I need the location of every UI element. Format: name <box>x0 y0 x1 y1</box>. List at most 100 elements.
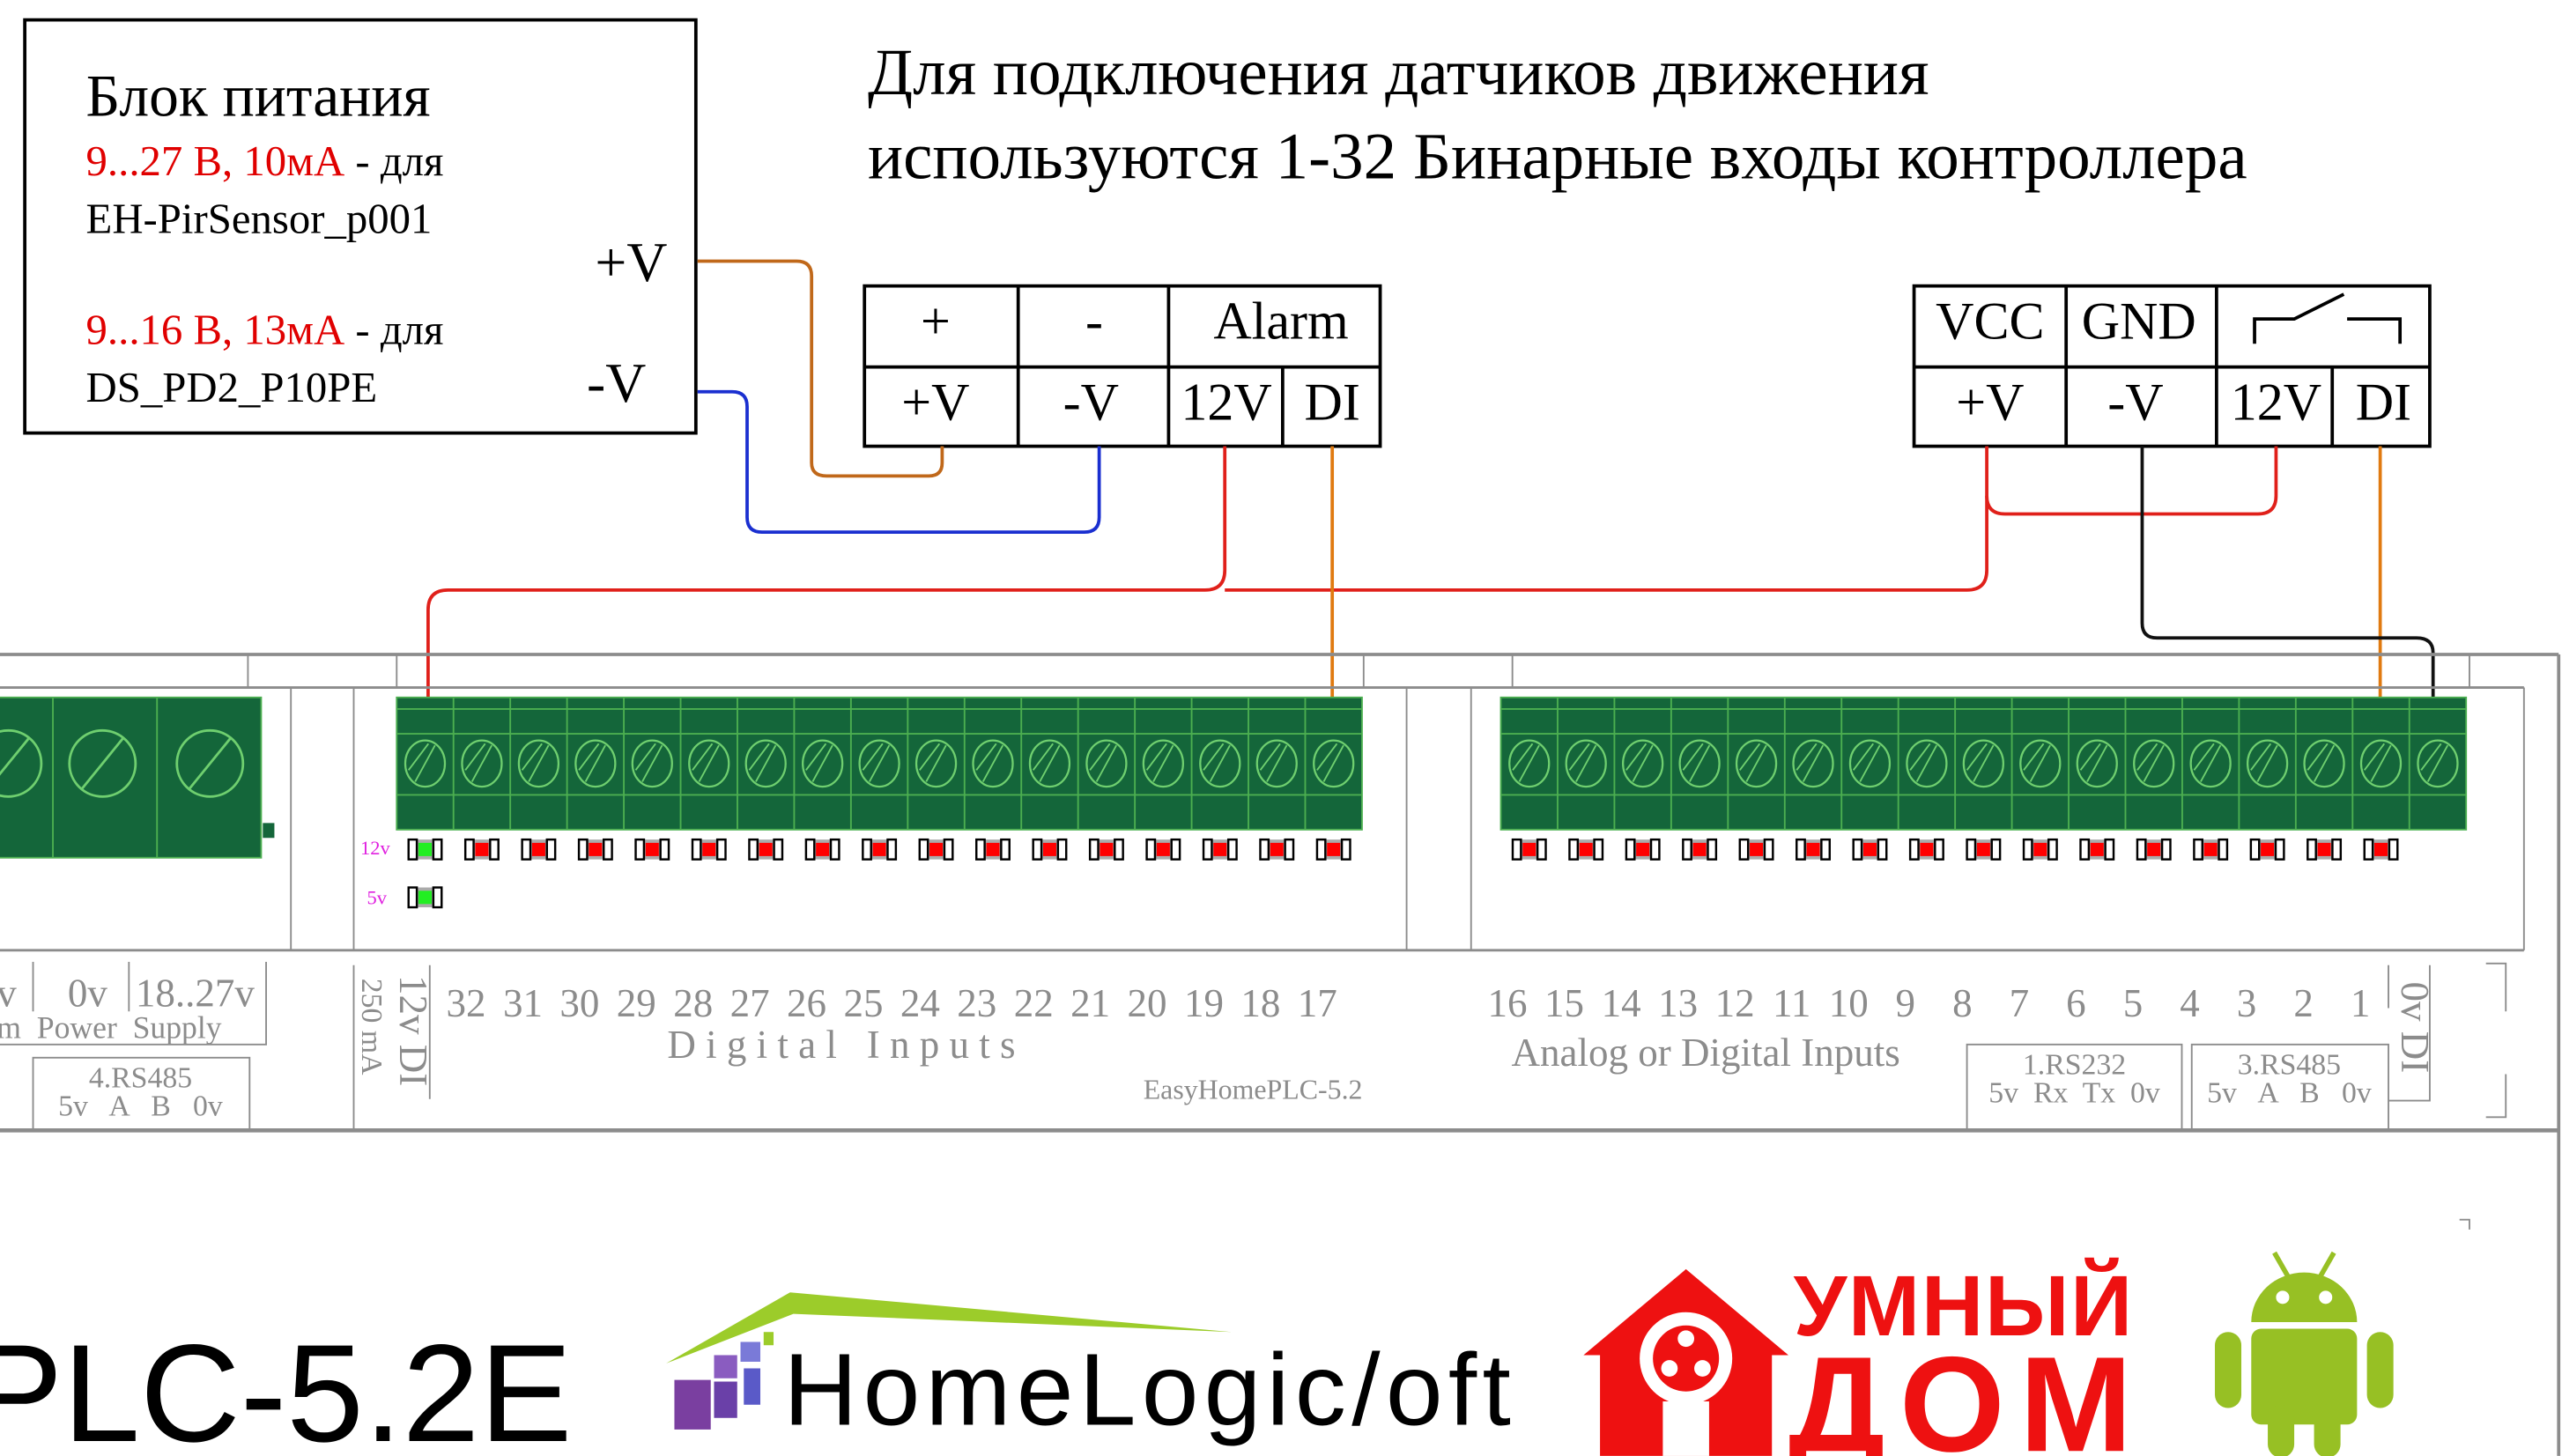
terminal-screw[interactable] <box>1199 739 1241 788</box>
power-spec-1: 9...27 В, 10мА - для <box>86 137 444 185</box>
power-minus-label: -V <box>587 351 646 414</box>
terminal-screw[interactable] <box>2246 739 2289 788</box>
terminal-screw[interactable] <box>574 739 617 788</box>
col-12v-di-label: 12v DI <box>391 975 435 1086</box>
terminal-screw[interactable] <box>914 739 958 788</box>
wire-12v-loop-sensor2 <box>1985 446 2278 516</box>
digital-input-number: 30 <box>559 981 599 1025</box>
terminal-screw[interactable] <box>2417 739 2459 788</box>
sensor-1-header-plus: + <box>921 292 951 351</box>
digital-input-number: 24 <box>900 981 940 1025</box>
terminal-screw[interactable] <box>802 739 844 788</box>
terminal-screw[interactable] <box>2133 739 2175 788</box>
analog-input-number: 11 <box>1773 981 1810 1025</box>
sensor-1-pin-di: DI <box>1304 373 1359 432</box>
status-led <box>1625 838 1661 861</box>
terminal-screw[interactable] <box>517 739 560 788</box>
wire-minus-v <box>697 389 1101 535</box>
sensor-1-table <box>863 284 1382 448</box>
terminal-screw[interactable] <box>972 739 1014 788</box>
status-led <box>407 838 443 861</box>
terminal-screw[interactable] <box>1028 739 1071 788</box>
digital-input-number: 22 <box>1014 981 1054 1025</box>
status-led <box>1682 838 1718 861</box>
digital-input-number: 20 <box>1128 981 1167 1025</box>
rs485-3-title: 3.RS485 <box>2238 1049 2341 1082</box>
status-led <box>1568 838 1604 861</box>
sensor-2-pin-minus-v: -V <box>2107 373 2163 432</box>
terminal-screw[interactable] <box>1678 739 1721 788</box>
terminal-screw[interactable] <box>1565 739 1607 788</box>
status-led <box>2136 838 2172 861</box>
status-led <box>1202 838 1238 861</box>
status-led <box>407 886 443 909</box>
sensor-2-header-vcc: VCC <box>1936 292 2044 351</box>
digital-input-number: 26 <box>787 981 826 1025</box>
input-leds <box>407 838 2399 909</box>
power-label-v: v <box>0 972 17 1016</box>
terminal-screw[interactable] <box>2189 739 2232 788</box>
sensor-1-pin-minus-v: -V <box>1063 373 1119 432</box>
status-led <box>577 838 613 861</box>
terminal-screw[interactable] <box>858 739 900 788</box>
rs232-1-pins: 5v Rx Tx 0v <box>1988 1076 2160 1109</box>
status-led <box>2193 838 2229 861</box>
analog-input-number: 3 <box>2237 981 2257 1025</box>
status-led <box>463 838 500 861</box>
power-device-2: DS_PD2_P10PE <box>86 364 378 411</box>
terminal-screw[interactable] <box>1792 739 1834 788</box>
status-led <box>1032 838 1068 861</box>
terminal-screw[interactable] <box>1906 739 1948 788</box>
status-led <box>918 838 954 861</box>
analog-input-number: 14 <box>1602 981 1641 1025</box>
terminal-screw[interactable] <box>404 739 447 788</box>
digital-input-number: 21 <box>1070 981 1110 1025</box>
homelogicsoft-logo: HomeLogic/oft <box>666 1292 1511 1446</box>
terminal-screw[interactable] <box>1085 739 1128 788</box>
terminal-screw[interactable] <box>1735 739 1778 788</box>
digital-input-number: 19 <box>1184 981 1224 1025</box>
homelogicsoft-wordmark: HomeLogic/oft <box>783 1332 1510 1446</box>
analog-input-number: 2 <box>2293 981 2314 1025</box>
power-label-0v: 0v <box>68 972 108 1016</box>
terminal-screw[interactable] <box>688 739 730 788</box>
sensor-2-table <box>1912 284 2432 448</box>
terminal-screw[interactable] <box>1848 739 1892 788</box>
terminal-screw[interactable] <box>2076 739 2118 788</box>
status-led <box>2079 838 2115 861</box>
terminal-screw[interactable] <box>2019 739 2062 788</box>
terminal-screw[interactable] <box>1142 739 1184 788</box>
sensor-2-pin-12v: 12V <box>2231 373 2321 432</box>
terminal-screw[interactable] <box>461 739 503 788</box>
power-spec-1-value: 9...27 В, 10мА <box>86 137 345 185</box>
wire-12v-sensor2 <box>1225 446 1988 592</box>
sensor-2-pin-di: DI <box>2356 373 2411 432</box>
rs485-3-pins: 5v A B 0v <box>2207 1076 2372 1109</box>
power-supply-box: Блок питания 9...27 В, 10мА - для EH-Pir… <box>23 18 698 435</box>
status-led <box>862 838 898 861</box>
terminal-screw[interactable] <box>1255 739 1298 788</box>
wire-12v-sensor1 <box>426 446 1227 698</box>
digital-inputs-label: Digital Inputs <box>667 1023 1025 1067</box>
terminal-screw[interactable] <box>631 739 673 788</box>
analog-input-number: 9 <box>1896 981 1916 1025</box>
rs485-4-title: 4.RS485 <box>89 1062 192 1095</box>
power-device-1: EH-PirSensor_p001 <box>86 196 433 243</box>
switch-icon <box>2253 292 2403 344</box>
terminal-screw[interactable] <box>2359 739 2403 788</box>
terminal-screw[interactable] <box>1508 739 1551 788</box>
smart-home-line-1: УМНЫЙ <box>1794 1257 2133 1354</box>
plc-frame <box>0 653 2561 1456</box>
terminal-screw[interactable] <box>1962 739 2004 788</box>
terminal-screw[interactable] <box>1313 739 1355 788</box>
terminal-screw[interactable] <box>2303 739 2345 788</box>
terminal-screw[interactable] <box>1622 739 1664 788</box>
status-led <box>748 838 784 861</box>
android-icon <box>2215 1251 2394 1456</box>
sensor-2-pin-plus-v: +V <box>1956 373 2024 432</box>
status-led <box>521 838 557 861</box>
analog-inputs-label: Analog or Digital Inputs <box>1511 1031 1899 1075</box>
terminal-screw[interactable] <box>744 739 787 788</box>
analog-input-number: 5 <box>2123 981 2144 1025</box>
